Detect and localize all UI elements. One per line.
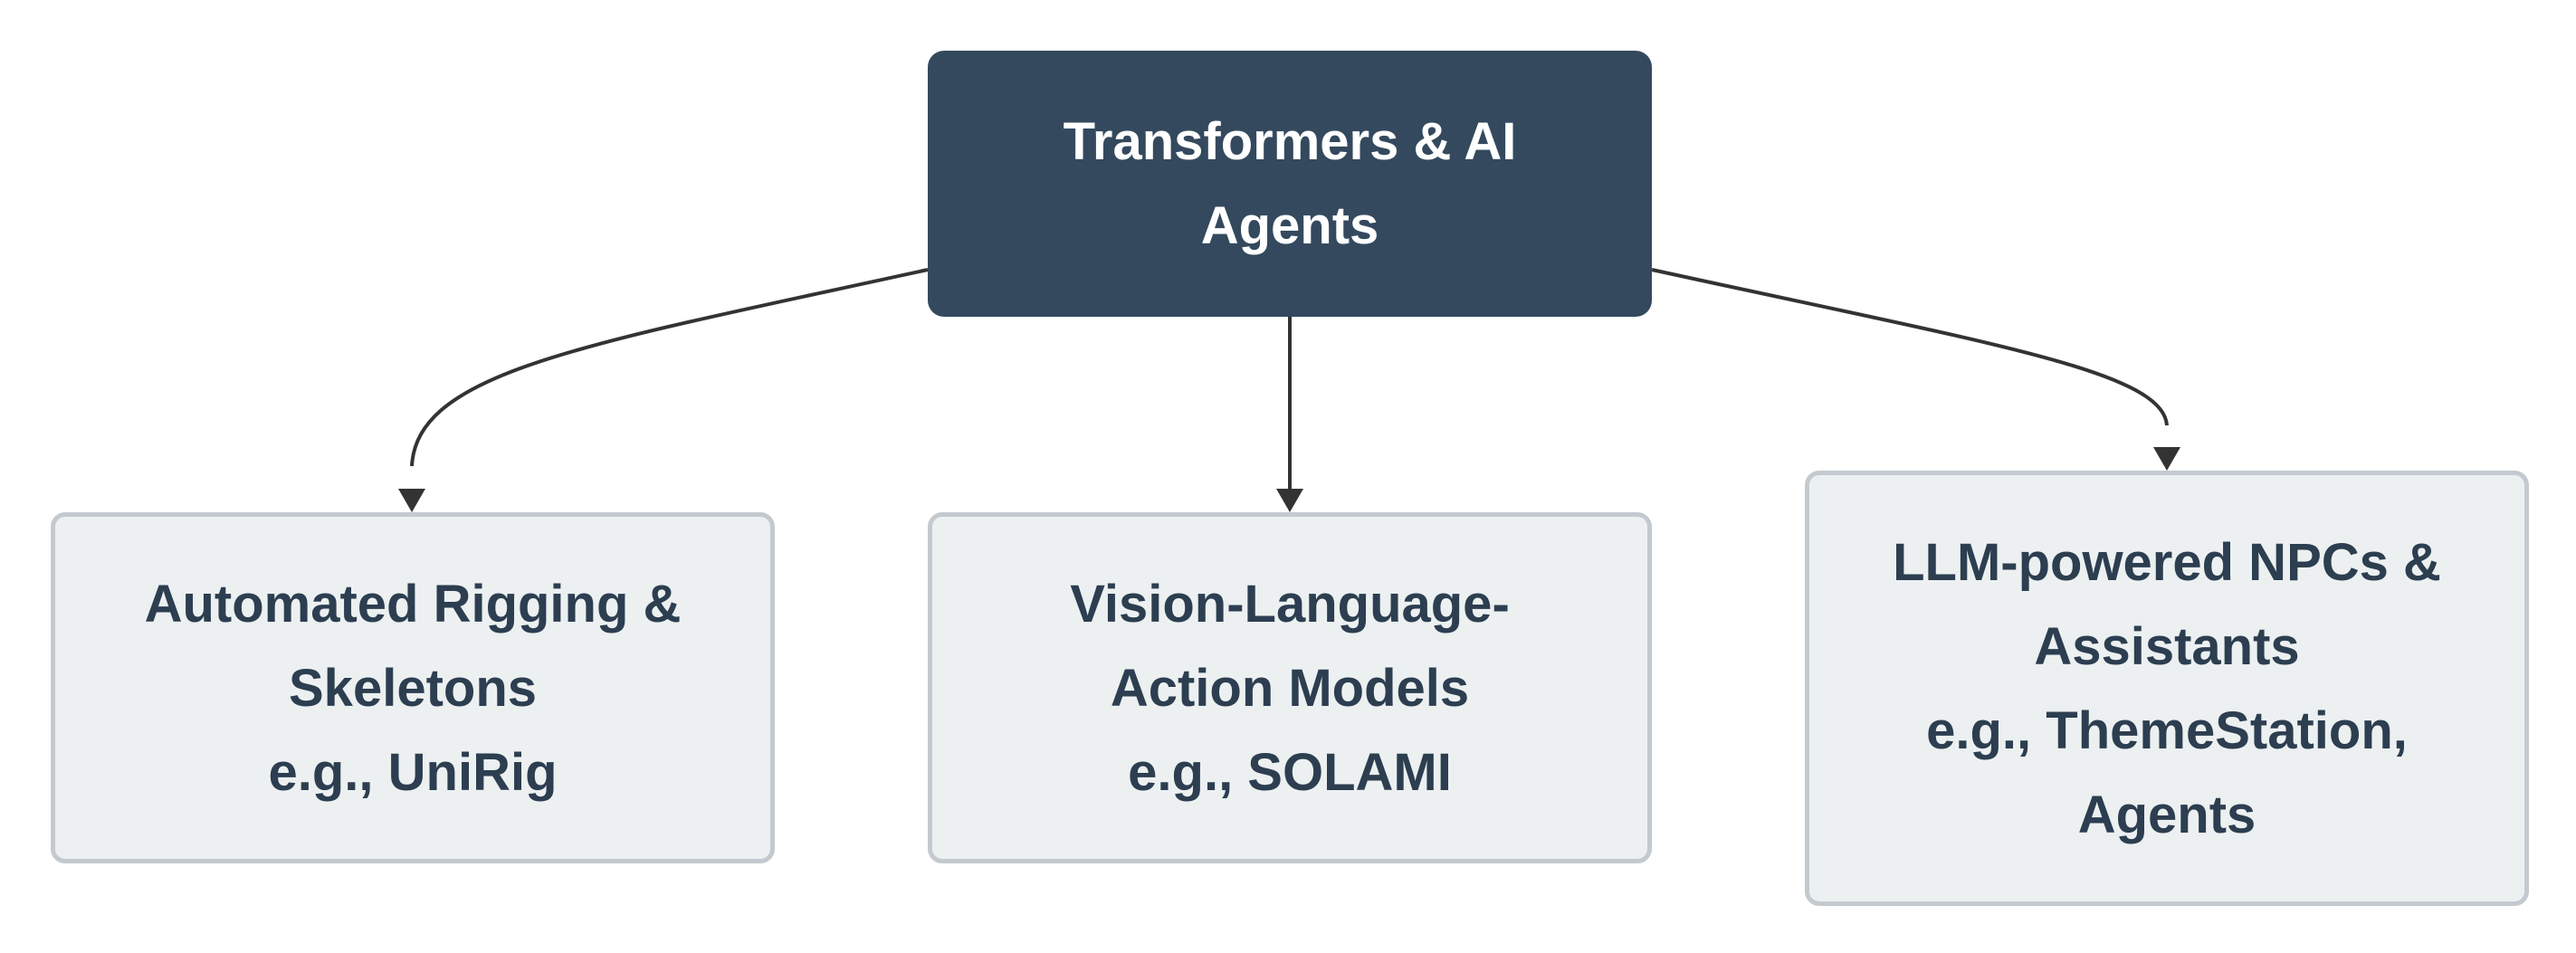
arrowhead-vla [1276,489,1303,512]
child-node-label: Automated Rigging & Skeletons e.g., UniR… [144,574,682,802]
child-node-llm-npcs: LLM-powered NPCs & Assistants e.g., Them… [1805,471,2529,906]
edge-root-to-rigging [410,268,929,467]
root-node-label: Transformers & AI Agents [1063,112,1517,255]
child-node-vision-language-action: Vision-Language- Action Models e.g., SOL… [928,512,1652,863]
child-node-label: Vision-Language- Action Models e.g., SOL… [1070,574,1510,802]
child-node-automated-rigging: Automated Rigging & Skeletons e.g., UniR… [51,512,775,863]
edge-root-to-npcs [1651,268,2169,426]
arrowhead-npcs [2153,447,2180,471]
arrowhead-rigging [398,489,425,512]
child-node-label: LLM-powered NPCs & Assistants e.g., Them… [1893,532,2441,844]
root-node-transformers-ai-agents: Transformers & AI Agents [928,51,1652,317]
